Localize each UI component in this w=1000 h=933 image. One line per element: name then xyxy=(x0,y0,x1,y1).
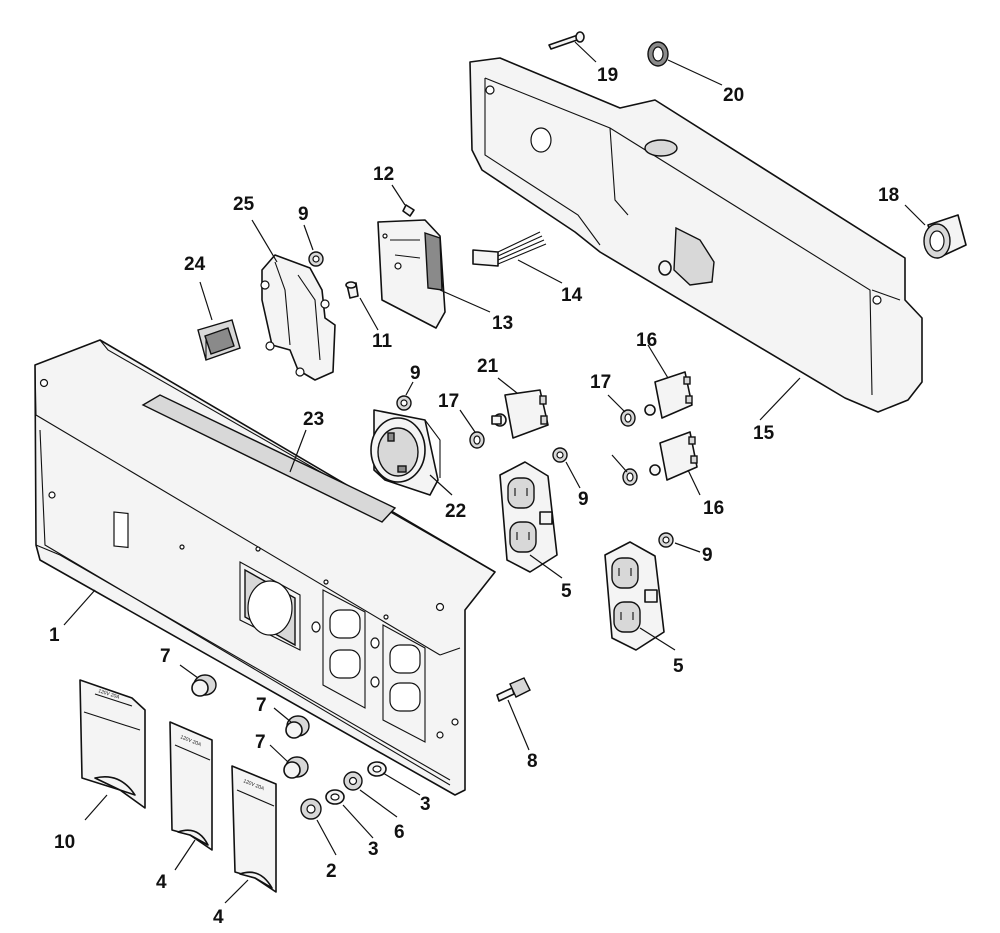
callout-24: 24 xyxy=(184,254,206,275)
part-9-nut-c xyxy=(552,447,568,463)
callout-12: 12 xyxy=(373,164,394,185)
part-19-screw xyxy=(548,31,585,50)
part-7-knob-c xyxy=(283,756,309,779)
part-11-spacer xyxy=(345,281,359,299)
callout-18: 18 xyxy=(878,185,899,206)
callout-17-b: 17 xyxy=(590,372,611,393)
part-17-washer-a xyxy=(469,431,485,449)
callout-9-b: 9 xyxy=(410,363,421,384)
callout-labels: 1 2 3 3 4 4 5 5 6 7 7 7 8 9 9 9 9 10 11 … xyxy=(49,65,899,928)
part-2-nut xyxy=(300,798,322,820)
callout-19: 19 xyxy=(597,65,618,86)
part-3-washer-b xyxy=(367,761,387,777)
callout-13: 13 xyxy=(492,313,513,334)
part-25-bracket xyxy=(260,254,336,381)
callout-5-b: 5 xyxy=(673,656,684,677)
part-14-wire-harness xyxy=(472,231,547,267)
callout-9-c: 9 xyxy=(578,489,589,510)
part-20-grommet xyxy=(647,41,669,67)
callout-3-b: 3 xyxy=(420,794,431,815)
callout-9-a: 9 xyxy=(298,204,309,225)
callout-22: 22 xyxy=(445,501,466,522)
part-6-nut xyxy=(343,771,363,791)
part-4-outlet-cover-a: 120V 20A xyxy=(169,721,213,851)
part-5-duplex-receptacle-a xyxy=(499,461,558,573)
leader-lines xyxy=(63,41,926,904)
callout-23: 23 xyxy=(303,409,324,430)
callout-3-a: 3 xyxy=(368,839,379,860)
part-10-outlet-cover: 120V 20A xyxy=(79,679,146,809)
callout-7-b: 7 xyxy=(256,695,267,716)
part-24-rocker-switch xyxy=(197,319,241,361)
callout-10: 10 xyxy=(54,832,75,853)
callout-25: 25 xyxy=(233,194,255,215)
callout-1: 1 xyxy=(49,625,60,646)
part-5-duplex-receptacle-b xyxy=(604,541,665,651)
callout-16-b: 16 xyxy=(703,498,724,519)
callout-20: 20 xyxy=(723,85,744,106)
part-9-nut-b xyxy=(396,395,412,411)
part-12-screw xyxy=(402,204,415,217)
part-16-breaker-a xyxy=(644,371,693,419)
callout-4-a: 4 xyxy=(156,872,167,893)
part-4-outlet-cover-b: 120V 20A xyxy=(231,765,277,893)
part-18-plug xyxy=(923,214,967,259)
callout-6: 6 xyxy=(394,822,405,843)
part-7-knob-b xyxy=(285,715,310,739)
callout-4-b: 4 xyxy=(213,907,224,928)
callout-7-a: 7 xyxy=(160,646,171,667)
part-9-nut-d xyxy=(658,532,674,548)
callout-16-a: 16 xyxy=(636,330,657,351)
part-1-control-panel xyxy=(34,339,496,796)
part-17-washer-b xyxy=(620,409,636,427)
callout-2: 2 xyxy=(326,861,337,882)
part-9-nut-a xyxy=(308,251,324,267)
part-8-bolt xyxy=(496,677,531,702)
part-13-circuit-board xyxy=(377,219,446,329)
part-16-breaker-b xyxy=(649,431,698,481)
callout-8: 8 xyxy=(527,751,538,772)
part-23-decal xyxy=(141,394,397,523)
part-17-washer-c xyxy=(622,468,638,486)
part-21-breaker xyxy=(491,389,549,439)
part-22-receptacle xyxy=(370,409,441,496)
callout-7-c: 7 xyxy=(255,732,266,753)
callout-17-a: 17 xyxy=(438,391,459,412)
callout-14: 14 xyxy=(561,285,583,306)
callout-11: 11 xyxy=(372,331,393,352)
callout-9-d: 9 xyxy=(702,545,713,566)
callout-15: 15 xyxy=(753,423,775,444)
part-3-washer-a xyxy=(325,789,345,805)
part-15-rear-housing xyxy=(469,57,923,413)
part-7-knob-a xyxy=(191,674,217,697)
callout-5-a: 5 xyxy=(561,581,572,602)
callout-21: 21 xyxy=(477,356,499,377)
